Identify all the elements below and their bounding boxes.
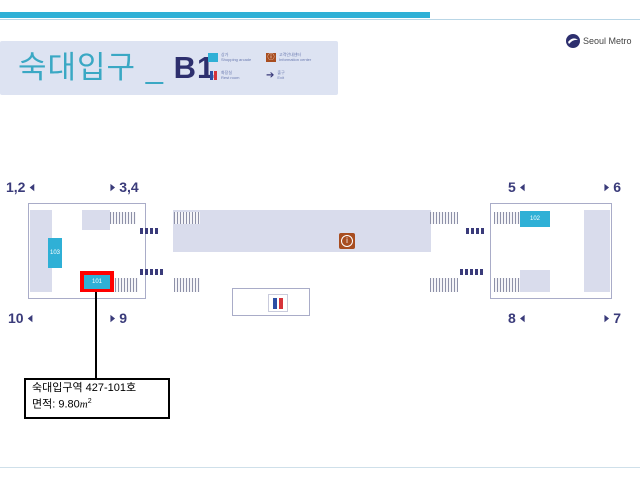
exit-number: 5 — [508, 179, 516, 195]
legend-label-ko: 상가 — [221, 52, 229, 57]
legend-item-shop: 상가 Shopping arcade — [208, 52, 251, 62]
floor-label: B1 — [173, 50, 216, 85]
exit-8: 8 🢐 — [508, 310, 525, 326]
arrow-right-icon: 🢒 — [604, 179, 610, 195]
stairs — [110, 212, 136, 224]
fare-gates — [460, 269, 483, 275]
shop-101-callout: 숙대입구역 427-101호 면적: 9.80m2 — [24, 378, 170, 419]
legend-item-exit: ➔ 출구 Exit — [266, 70, 285, 80]
arrow-left-icon: 🢐 — [29, 179, 35, 195]
central-concourse — [173, 210, 431, 252]
stairs — [430, 278, 458, 292]
exit-9: 🢒 9 — [110, 310, 127, 326]
page-title: 숙대입구 _ B1 — [18, 50, 215, 86]
top-divider — [0, 19, 640, 20]
stairs — [430, 212, 458, 224]
exit-number: 9 — [119, 310, 128, 326]
top-accent-bar — [0, 12, 430, 18]
shop-102[interactable]: 102 — [520, 211, 550, 227]
exit-number: 8 — [508, 310, 516, 326]
metro-emblem-icon — [566, 34, 580, 48]
exit-number: 1,2 — [6, 179, 26, 195]
information-center-icon[interactable]: i — [339, 233, 355, 249]
legend-label-ko: 화장실 — [221, 70, 233, 75]
exit-1-2: 1,2 🢐 — [6, 179, 35, 195]
fare-gates — [140, 228, 158, 234]
stairs — [174, 278, 200, 292]
legend-label-en: Shopping arcade — [221, 57, 252, 62]
exit-arrow-icon: ➔ — [266, 69, 275, 81]
exit-number: 7 — [613, 310, 622, 326]
arrow-right-icon: 🢒 — [110, 310, 116, 326]
logo-text: Seoul Metro — [583, 36, 632, 46]
shop-number: 103 — [49, 250, 60, 256]
callout-area: 면적: 9.80m2 — [32, 395, 162, 412]
title-panel — [0, 41, 338, 95]
callout-location: 숙대입구역 427-101호 — [32, 382, 137, 394]
arrow-right-icon: 🢒 — [604, 310, 610, 326]
floor-map: 1,2 🢐 🢒 3,4 5 🢐 🢒 6 10 🢐 🢒 9 8 🢐 🢒 7 — [0, 170, 640, 330]
stairs — [174, 212, 200, 224]
station-name: 숙대입구 — [18, 50, 137, 85]
shop-101: 101 — [84, 274, 110, 289]
exit-10: 10 🢐 — [8, 310, 33, 326]
bottom-divider — [0, 467, 640, 468]
title-separator: _ — [145, 50, 164, 85]
arrow-right-icon: 🢒 — [110, 179, 116, 195]
restroom-icon[interactable] — [268, 294, 288, 312]
fare-gates — [140, 269, 163, 275]
legend: 상가 Shopping arcade ⓘ 고객안내센터 Information … — [208, 50, 328, 86]
callout-leader-line — [95, 292, 97, 378]
west-upper-block — [82, 210, 110, 230]
east-lower-block — [520, 270, 550, 292]
legend-label-en: Rest room — [221, 75, 240, 80]
fare-gates — [466, 228, 484, 234]
east-passage — [584, 210, 610, 292]
arrow-left-icon: 🢐 — [519, 179, 526, 195]
legend-label-ko: 출구 — [277, 70, 285, 75]
legend-item-restroom: 화장실 Rest room — [208, 70, 239, 80]
exit-number: 10 — [8, 310, 24, 326]
legend-label-ko: 고객안내센터 — [279, 52, 302, 57]
area-value: 면적: 9.80 — [32, 398, 80, 411]
exit-3-4: 🢒 3,4 — [110, 179, 139, 195]
arrow-left-icon: 🢐 — [519, 310, 526, 326]
west-passage — [30, 210, 52, 292]
information-icon: ⓘ — [266, 52, 276, 62]
shop-number: 101 — [91, 278, 102, 285]
legend-item-info: ⓘ 고객안내센터 Information center — [266, 52, 311, 62]
seoul-metro-logo: Seoul Metro — [566, 34, 632, 48]
area-unit-exponent: 2 — [87, 398, 92, 405]
stairs — [494, 212, 520, 224]
shop-swatch — [208, 52, 218, 62]
restroom-icon — [208, 70, 218, 80]
legend-label-en: Exit — [277, 75, 285, 80]
stairs — [112, 278, 138, 292]
shop-number: 102 — [529, 216, 540, 222]
shop-103[interactable]: 103 — [48, 238, 62, 268]
area-unit: m — [79, 398, 88, 411]
stairs — [494, 278, 520, 292]
exit-6: 🢒 6 — [604, 179, 621, 195]
exit-number: 3,4 — [119, 179, 139, 195]
shop-101-highlight[interactable]: 101 — [80, 271, 114, 292]
arrow-left-icon: 🢐 — [27, 310, 33, 326]
exit-7: 🢒 7 — [604, 310, 621, 326]
exit-5: 5 🢐 — [508, 179, 525, 195]
exit-number: 6 — [613, 179, 622, 195]
legend-label-en: Information center — [279, 57, 312, 62]
